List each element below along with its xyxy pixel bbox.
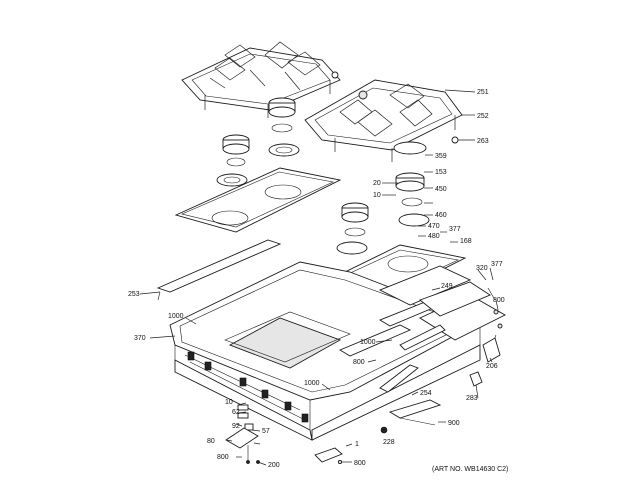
callout-253: 253	[128, 291, 140, 298]
callout-249: 249	[441, 283, 453, 290]
burner-assembly-left-rear	[268, 97, 300, 157]
side-screws-and-brackets	[482, 287, 503, 363]
right-burner-grate	[304, 79, 463, 162]
burner-assembly-left-front	[216, 134, 250, 187]
callout-460: 460	[435, 212, 447, 219]
callout-57: 57	[262, 428, 270, 435]
callout-200: 200	[268, 462, 280, 469]
bottom-small-parts	[314, 426, 388, 465]
callout-480: 480	[428, 233, 440, 240]
callout-168: 168	[460, 238, 472, 245]
callout-254: 254	[420, 390, 432, 397]
callout-900: 900	[448, 420, 460, 427]
callout-62: 62	[232, 409, 240, 416]
callout-10-right: 10	[373, 192, 381, 199]
callout-377-side: 377	[491, 261, 503, 268]
burner-assembly-right-rear	[393, 141, 430, 227]
callout-450: 450	[435, 186, 447, 193]
callout-470: 470	[428, 223, 440, 230]
ignition-electrode-part	[469, 371, 483, 399]
callout-labels: 251 252 263 359 153 20 450 10 460 470 48…	[128, 89, 505, 469]
callout-377-top: 377	[449, 226, 461, 233]
callout-10-left: 10	[225, 399, 233, 406]
switch-and-bracket-parts	[225, 404, 260, 464]
callout-20: 20	[373, 180, 381, 187]
callout-800-bottom: 800	[354, 460, 366, 467]
left-burner-grate	[181, 41, 341, 118]
callout-1: 1	[355, 441, 359, 448]
callout-80: 80	[207, 438, 215, 445]
callout-228: 228	[383, 439, 395, 446]
art-number: (ART NO. WB14630 C2)	[432, 466, 508, 473]
left-burner-pan	[174, 167, 342, 233]
burner-assembly-right-front	[336, 202, 369, 255]
callout-92: 92	[232, 423, 240, 430]
callout-206: 206	[486, 363, 498, 370]
callout-1000-left: 1000	[168, 313, 184, 320]
callout-370: 370	[134, 335, 146, 342]
callout-1000-mid: 1000	[360, 339, 376, 346]
callout-263: 263	[477, 138, 489, 145]
callout-251: 251	[477, 89, 489, 96]
lower-trim-rail	[379, 364, 442, 426]
left-trim-rail	[156, 239, 282, 301]
callout-1000-low: 1000	[304, 380, 320, 387]
callout-153: 153	[435, 169, 447, 176]
callout-359: 359	[435, 153, 447, 160]
callout-283: 283	[466, 395, 478, 402]
callout-800-side: 800	[493, 297, 505, 304]
callout-800-left: 800	[217, 454, 229, 461]
callout-leader-lines	[139, 89, 499, 466]
callout-252: 252	[477, 113, 489, 120]
right-trim-rail	[378, 265, 491, 317]
callout-800-mid: 800	[353, 359, 365, 366]
callout-320: 320	[476, 265, 488, 272]
